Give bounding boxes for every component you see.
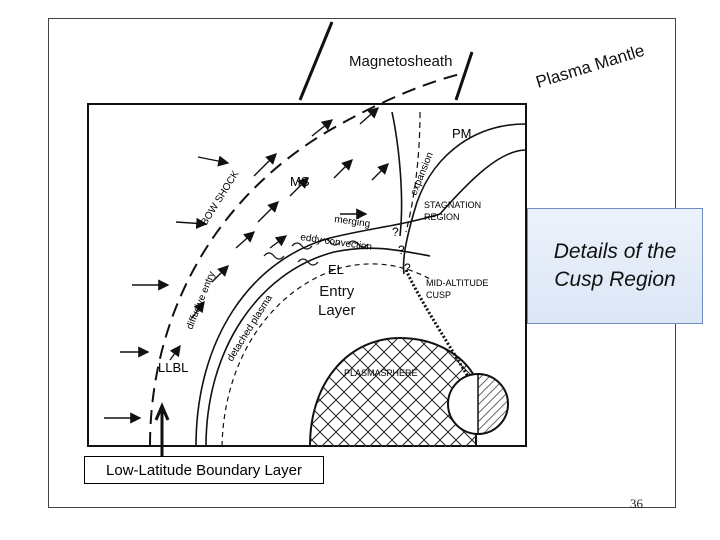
bow-shock-label: BOW SHOCK <box>199 169 241 228</box>
eddy-squiggles <box>263 238 369 266</box>
magnetopause-inner <box>205 247 431 447</box>
stagnation-label-2: REGION <box>424 212 460 222</box>
el-label: EL <box>328 262 344 277</box>
magnetosheath-pointer <box>298 21 334 101</box>
merging-label: merging <box>334 214 371 230</box>
magnetopause-outer <box>195 149 527 447</box>
question-mark-3: ? <box>404 261 411 275</box>
plasmasphere-region <box>308 336 477 447</box>
question-mark-2: ? <box>398 243 405 257</box>
page-number: 36 <box>630 496 643 511</box>
figure-box <box>87 103 527 447</box>
magnetosheath-label: Magnetosheath <box>349 53 452 70</box>
mid-altitude-label-1: MID-ALTITUDE <box>426 278 488 288</box>
mantle-boundary <box>402 123 527 275</box>
mid-altitude-label-2: CUSP <box>426 290 451 300</box>
cusp-details-callout: Details of the Cusp Region <box>527 208 703 324</box>
plasma-mantle-label: Plasma Mantle <box>534 41 647 92</box>
llbl-caption-text: Low-Latitude Boundary Layer <box>106 461 302 479</box>
llbl-pointer-head <box>154 402 170 421</box>
bow-shock-curve <box>149 73 461 447</box>
detached-plasma-label: detached plasma <box>225 293 275 364</box>
eddy-convection-label: eddy convection <box>300 232 373 253</box>
stagnation-line <box>391 111 403 237</box>
callout-text: Details of the Cusp Region <box>553 240 677 291</box>
stagnation-label-1: STAGNATION <box>424 200 481 210</box>
llbl-label: LLBL <box>158 360 188 375</box>
entry-layer-boundary <box>221 263 433 447</box>
expansion-line <box>405 111 421 233</box>
llbl-caption-box: Low-Latitude Boundary Layer <box>84 456 324 484</box>
pm-label: PM <box>452 126 472 141</box>
solar-wind-arrows <box>104 107 389 424</box>
question-mark-1: ? <box>392 225 399 239</box>
ms-label: MS <box>290 174 310 189</box>
plasma-mantle-pointer <box>454 51 474 101</box>
earth-night-side <box>477 373 509 435</box>
entry-layer-label: Entry Layer <box>318 283 356 319</box>
plasmasphere-label: PLASMASPHERE <box>344 368 418 378</box>
diffusive-entry-label: diffusive entry <box>185 270 218 331</box>
